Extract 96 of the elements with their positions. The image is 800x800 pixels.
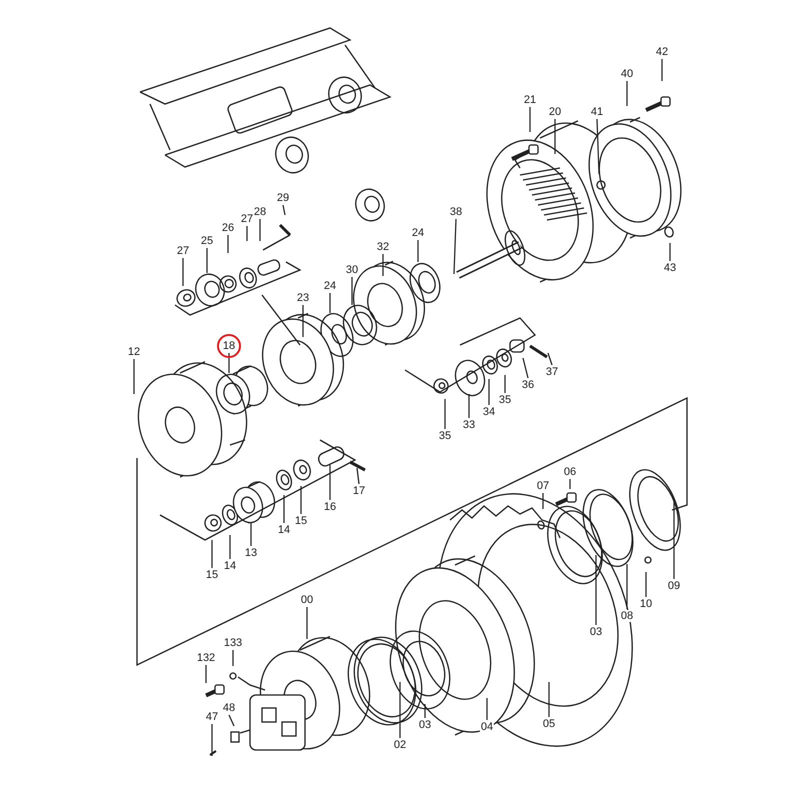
callout-number: 05 bbox=[542, 718, 556, 730]
leader-line bbox=[626, 81, 628, 106]
leader-line bbox=[522, 358, 529, 378]
leader-line bbox=[211, 724, 213, 756]
leader-line bbox=[351, 277, 353, 305]
leader-line bbox=[329, 465, 331, 500]
callout-number: 43 bbox=[662, 262, 678, 274]
callout-number: 40 bbox=[620, 68, 634, 80]
callout-number: 23 bbox=[296, 292, 310, 304]
leader-line bbox=[444, 399, 446, 429]
callout-number: 21 bbox=[522, 94, 538, 106]
callout-number: 32 bbox=[376, 241, 390, 253]
leader-line bbox=[228, 714, 235, 726]
callout-number: 41 bbox=[590, 106, 604, 118]
leader-line bbox=[453, 218, 457, 274]
leader-line bbox=[302, 305, 304, 337]
leader-line bbox=[596, 118, 600, 174]
callout-number: 28 bbox=[252, 206, 268, 218]
leader-line bbox=[595, 555, 597, 625]
leader-line bbox=[468, 394, 470, 418]
callout-number: 24 bbox=[410, 227, 426, 239]
callout-number: 02 bbox=[392, 739, 408, 751]
callout-number: 04 bbox=[480, 721, 494, 733]
callout-number: 03 bbox=[588, 626, 604, 638]
callout-number: 09 bbox=[666, 580, 682, 592]
callout-number: 15 bbox=[294, 515, 308, 527]
leader-line bbox=[250, 522, 252, 546]
leader-line bbox=[569, 479, 571, 489]
callout-number: 00 bbox=[300, 594, 314, 606]
leader-line bbox=[306, 607, 308, 639]
leader-line bbox=[529, 107, 531, 132]
callout-number: 29 bbox=[276, 192, 290, 204]
callout-number: 15 bbox=[204, 569, 220, 581]
callout-number: 20 bbox=[548, 106, 562, 118]
callout-number: 03 bbox=[418, 719, 432, 731]
callout-number: 25 bbox=[200, 235, 214, 247]
leader-line bbox=[542, 493, 544, 509]
leader-line bbox=[548, 682, 550, 717]
leader-line bbox=[228, 353, 230, 373]
leader-line bbox=[626, 564, 628, 609]
leader-line bbox=[417, 240, 419, 262]
callout-number: 16 bbox=[322, 501, 338, 513]
leader-line bbox=[554, 119, 556, 154]
callout-number: 133 bbox=[222, 637, 244, 649]
callout-number: 47 bbox=[204, 711, 220, 723]
leader-line bbox=[547, 352, 553, 366]
leader-line bbox=[227, 235, 229, 253]
callout-number: 12 bbox=[126, 346, 142, 358]
callout-number: 27 bbox=[240, 213, 254, 225]
leader-line bbox=[661, 59, 663, 81]
leader-line bbox=[182, 258, 184, 286]
callout-number: 10 bbox=[638, 598, 654, 610]
leader-line bbox=[232, 650, 234, 666]
callout-number: 38 bbox=[448, 206, 464, 218]
leader-line bbox=[211, 540, 213, 568]
callout-number: 37 bbox=[544, 366, 560, 378]
leader-line bbox=[300, 486, 302, 514]
callout-number: 07 bbox=[536, 480, 550, 492]
leader-line bbox=[669, 243, 671, 261]
leader-line bbox=[382, 254, 384, 276]
callout-number: 36 bbox=[520, 379, 536, 391]
leader-line bbox=[488, 379, 490, 405]
callout-number: 26 bbox=[220, 222, 236, 234]
leader-line bbox=[282, 204, 286, 216]
callout-number: 42 bbox=[654, 46, 670, 58]
callout-number: 35 bbox=[498, 394, 512, 406]
callout-number: 48 bbox=[222, 702, 236, 714]
callout-number: 27 bbox=[176, 245, 190, 257]
callout-number: 06 bbox=[562, 466, 578, 478]
leader-line bbox=[399, 682, 401, 738]
callout-number: 13 bbox=[244, 547, 258, 559]
leader-line bbox=[356, 468, 360, 484]
leader-line bbox=[205, 665, 207, 683]
leader-line bbox=[486, 698, 488, 720]
callout-number: 33 bbox=[462, 419, 476, 431]
leader-line bbox=[246, 226, 248, 241]
callout-number: 132 bbox=[196, 652, 216, 664]
callout-number: 17 bbox=[352, 485, 366, 497]
callout-number: 08 bbox=[620, 610, 634, 622]
leader-line bbox=[329, 293, 331, 313]
leader-line bbox=[645, 572, 647, 597]
callout-number: 18 bbox=[222, 340, 236, 352]
leader-line bbox=[673, 499, 675, 579]
leader-line bbox=[424, 704, 426, 718]
callout-number: 35 bbox=[438, 430, 452, 442]
callout-number: 30 bbox=[344, 264, 360, 276]
leader-line bbox=[283, 495, 285, 523]
leader-line bbox=[206, 248, 208, 273]
leader-line bbox=[504, 375, 506, 393]
leader-line bbox=[133, 359, 135, 394]
callout-number: 34 bbox=[482, 406, 496, 418]
leader-line bbox=[229, 535, 231, 559]
callout-number: 24 bbox=[322, 280, 338, 292]
callout-number: 14 bbox=[276, 524, 292, 536]
callout-number: 14 bbox=[222, 560, 238, 572]
leader-line bbox=[259, 219, 261, 241]
